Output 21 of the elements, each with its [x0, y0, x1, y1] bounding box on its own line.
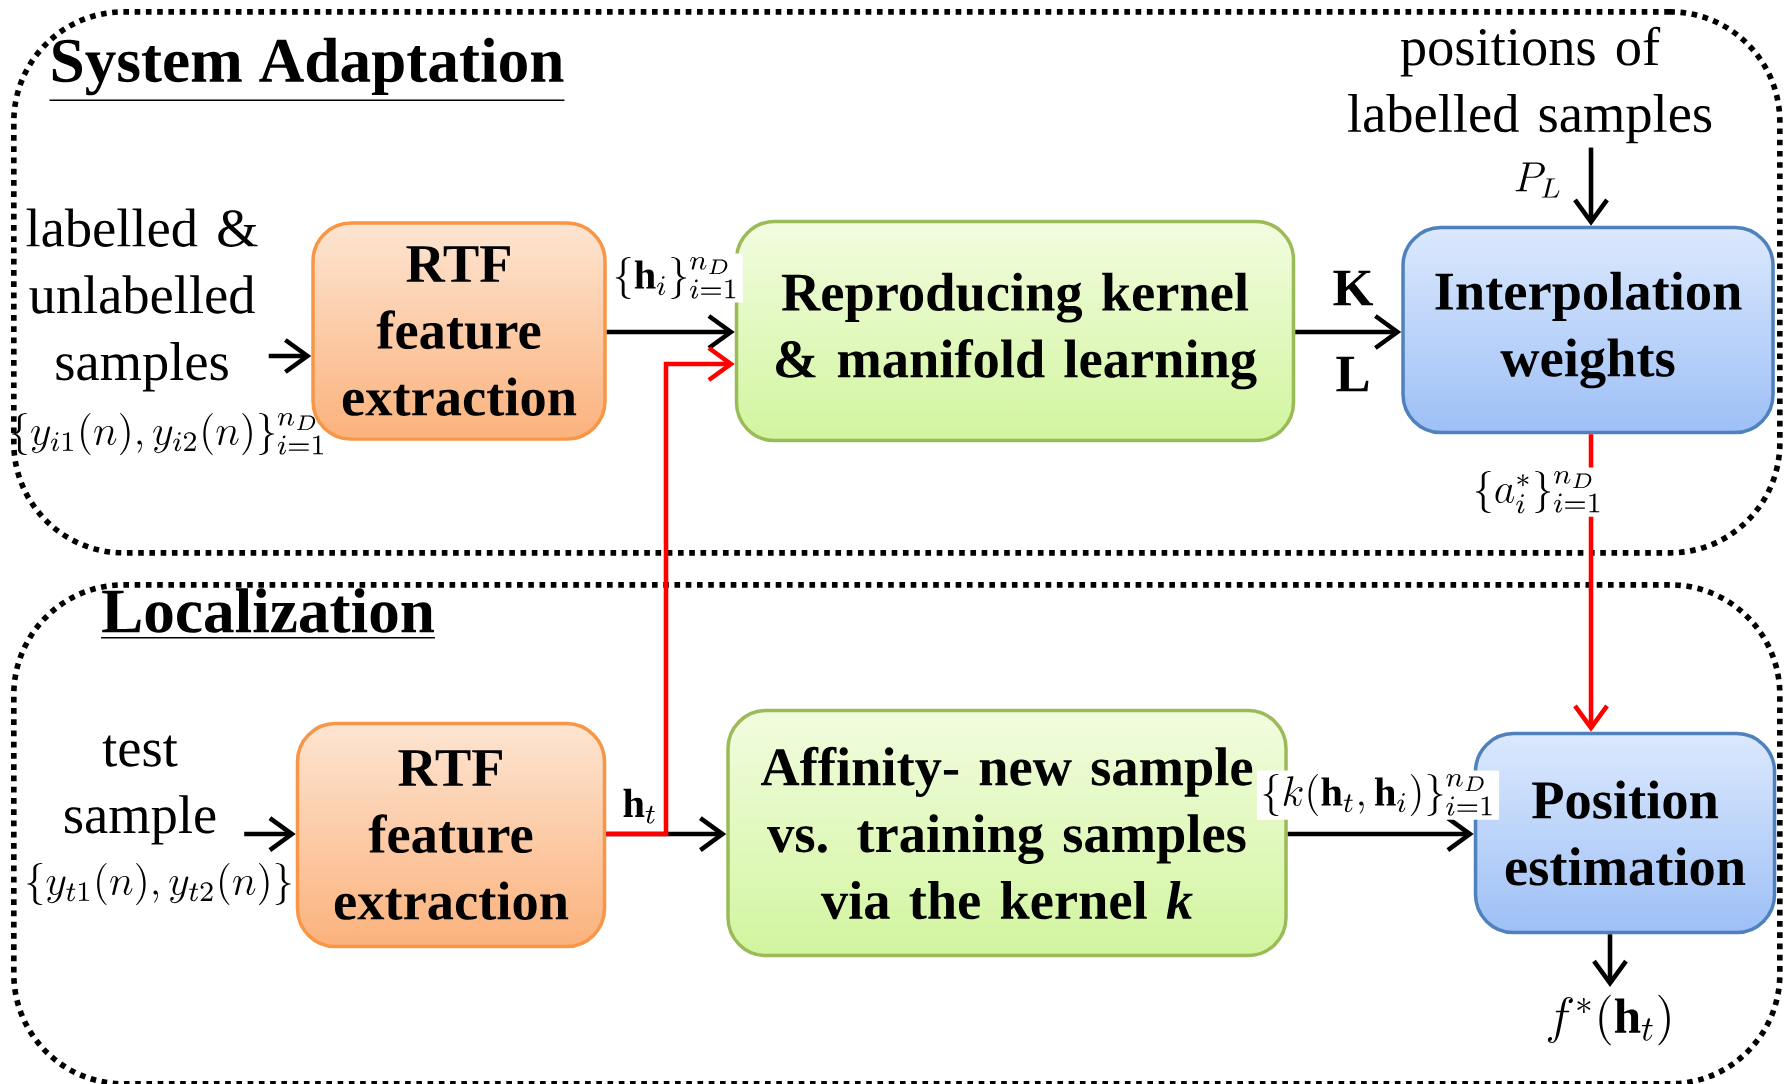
- edge-label: $\mathbf{h}_t$: [619, 785, 662, 827]
- input-label: labelled & unlabelled samples: [26, 208, 258, 392]
- input-label: positions of labelled samples: [1348, 26, 1712, 144]
- arrow: [1295, 314, 1402, 350]
- edge-label: $P_L$: [1510, 158, 1566, 202]
- formula: $\{y_{t1}(n), y_{t2}(n)\}$: [27, 862, 291, 906]
- arrow: [1573, 147, 1609, 226]
- process-box: RTF feature extraction: [295, 721, 607, 949]
- edge-label: $\{\mathbf{h}_i\}_{i=1}^{n_D}$: [609, 253, 743, 303]
- input-label: test sample: [65, 735, 216, 845]
- matrix-symbol: L: [1336, 356, 1369, 392]
- edge-label: $\{a_i^{*}\}_{i=1}^{n_D}$: [1469, 467, 1607, 517]
- edge-label: K: [1329, 267, 1378, 309]
- process-box: Reproducing kernel & manifold learning: [734, 219, 1296, 443]
- process-box: Interpolation weights: [1401, 225, 1775, 435]
- output-formula: $f^{*}(\mathbf{h}_t)$: [1547, 994, 1670, 1046]
- edge-label: $\{k(\mathbf{h}_t, \mathbf{h}_i)\}_{i=1}^{n_D}$: [1256, 770, 1500, 820]
- section-heading: System Adaptation: [48, 37, 566, 101]
- arrow: [606, 314, 735, 350]
- arrow: [606, 346, 735, 837]
- section-heading: Localization: [100, 588, 436, 639]
